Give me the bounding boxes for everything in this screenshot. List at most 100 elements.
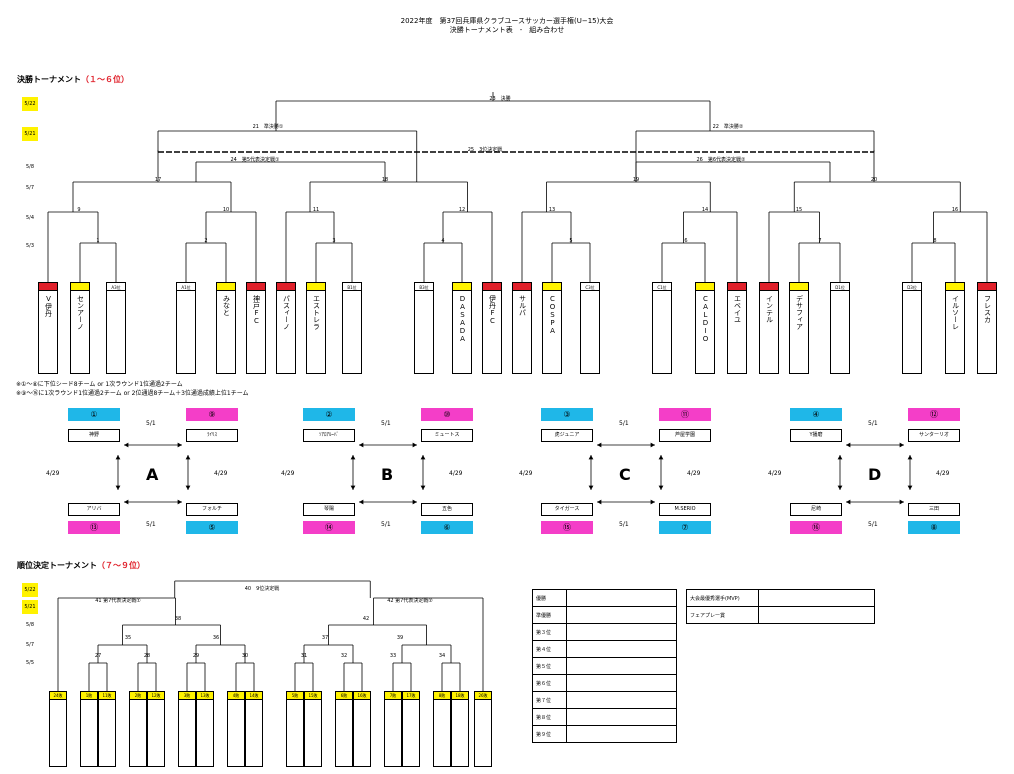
group-date-a-top: 5/1 xyxy=(146,420,156,427)
rank-slot-14[interactable] xyxy=(402,699,420,767)
results-label-0: 優勝 xyxy=(532,589,567,607)
group-date-a-bottom: 5/1 xyxy=(146,521,156,528)
final-match-label-4: 24 第5代表決定戦① xyxy=(230,157,280,163)
rank-date-1: 5/21 xyxy=(22,600,38,614)
results-label-3: 第４位 xyxy=(532,640,567,658)
group-date-d-top: 5/1 xyxy=(868,420,878,427)
results-value-1[interactable] xyxy=(566,606,677,624)
team-slot-2[interactable] xyxy=(106,290,126,374)
team-b-br[interactable]: 五色 xyxy=(421,503,473,516)
team-c-tr[interactable]: 芦屋学園 xyxy=(659,429,711,442)
team-slot-18[interactable]: インテル xyxy=(759,290,779,374)
seed-c-tr: ⑪ xyxy=(659,408,711,421)
results-value-3[interactable] xyxy=(566,640,677,658)
team-slot-14[interactable] xyxy=(580,290,600,374)
team-d-br[interactable]: 三田 xyxy=(908,503,960,516)
team-c-bl[interactable]: タイガース xyxy=(541,503,593,516)
rank-match-label-8: 39 xyxy=(396,635,404,641)
arrow-head xyxy=(837,455,843,460)
team-b-bl[interactable]: 琴陽 xyxy=(303,503,355,516)
team-d-tr[interactable]: サンターリオ xyxy=(908,429,960,442)
team-c-br[interactable]: M.SERIO xyxy=(659,503,711,516)
results-row-7: 第８位 xyxy=(532,708,677,726)
rank-date-3: 5/7 xyxy=(25,642,35,648)
awards-value-1[interactable] xyxy=(758,606,875,624)
rank-slot-1[interactable] xyxy=(80,699,98,767)
team-slot-9[interactable] xyxy=(414,290,434,374)
group-arrows xyxy=(115,442,913,505)
team-d-bl[interactable]: 尼崎 xyxy=(790,503,842,516)
team-slot-19[interactable]: デサフィア xyxy=(789,290,809,374)
rank-slot-17[interactable] xyxy=(474,699,492,767)
team-slot-0[interactable]: V伊丹 xyxy=(38,290,58,374)
team-c-tl[interactable]: 虎ジュニア xyxy=(541,429,593,442)
arrow-head xyxy=(177,499,182,505)
team-name: イルソーレ xyxy=(951,295,960,330)
final-match-label-18: 1 xyxy=(96,238,100,244)
final-match-label-5: 26 第6代表決定戦② xyxy=(696,157,746,163)
team-slot-17[interactable]: エベイユ xyxy=(727,290,747,374)
rank-slot-13[interactable] xyxy=(384,699,402,767)
final-match-label-15: 14 xyxy=(701,207,709,213)
team-a-bl[interactable]: アリバ xyxy=(68,503,120,516)
team-d-tl[interactable]: Y播磨 xyxy=(790,429,842,442)
team-slot-12[interactable]: サルパ xyxy=(512,290,532,374)
results-value-7[interactable] xyxy=(566,708,677,726)
rank-slot-0[interactable] xyxy=(49,699,67,767)
team-slot-16[interactable]: CALDIO xyxy=(695,290,715,374)
team-b-tr[interactable]: ミュートス xyxy=(421,429,473,442)
team-slot-13[interactable]: COSPA xyxy=(542,290,562,374)
rank-match-label-6: 36 xyxy=(212,635,220,641)
team-slot-15[interactable] xyxy=(652,290,672,374)
rank-slot-12[interactable] xyxy=(353,699,371,767)
arrow-head xyxy=(115,455,121,460)
team-slot-21[interactable] xyxy=(902,290,922,374)
rank-slot-3[interactable] xyxy=(129,699,147,767)
rank-slot-8[interactable] xyxy=(245,699,263,767)
team-a-tr[interactable]: ﾗｲﾘｽ xyxy=(186,429,238,442)
awards-value-0[interactable] xyxy=(758,589,875,607)
team-slot-8[interactable] xyxy=(342,290,362,374)
results-value-0[interactable] xyxy=(566,589,677,607)
team-a-br[interactable]: フォルチ xyxy=(186,503,238,516)
rank-slot-6[interactable] xyxy=(196,699,214,767)
team-slot-7[interactable]: エストレラ xyxy=(306,290,326,374)
results-value-6[interactable] xyxy=(566,691,677,709)
rank-slot-5[interactable] xyxy=(178,699,196,767)
group-date-c-right: 4/29 xyxy=(687,470,701,477)
rank-slot-4[interactable] xyxy=(147,699,165,767)
results-value-4[interactable] xyxy=(566,657,677,675)
rank-slot-16[interactable] xyxy=(451,699,469,767)
team-a-tl[interactable]: 神野 xyxy=(68,429,120,442)
team-slot-11[interactable]: 伊丹FC xyxy=(482,290,502,374)
seed-a-bl: ⑬ xyxy=(68,521,120,534)
results-label-6: 第７位 xyxy=(532,691,567,709)
team-slot-5[interactable]: 神戸FC xyxy=(246,290,266,374)
group-date-b-bottom: 5/1 xyxy=(381,521,391,528)
arrow-head xyxy=(588,485,594,490)
results-value-8[interactable] xyxy=(566,725,677,743)
team-slot-4[interactable]: みなと xyxy=(216,290,236,374)
results-value-5[interactable] xyxy=(566,674,677,692)
rank-slot-9[interactable] xyxy=(286,699,304,767)
team-slot-10[interactable]: DASADA xyxy=(452,290,472,374)
final-match-label-13: 12 xyxy=(458,207,466,213)
team-slot-22[interactable]: イルソーレ xyxy=(945,290,965,374)
rank-match-label-9: 27 xyxy=(94,653,102,659)
team-slot-23[interactable]: フレスカ xyxy=(977,290,997,374)
team-slot-3[interactable] xyxy=(176,290,196,374)
rank-slot-15[interactable] xyxy=(433,699,451,767)
rank-slot-2[interactable] xyxy=(98,699,116,767)
results-value-2[interactable] xyxy=(566,623,677,641)
final-date-5: 5/3 xyxy=(25,243,35,249)
team-slot-1[interactable]: センアーノ xyxy=(70,290,90,374)
rank-slot-11[interactable] xyxy=(335,699,353,767)
results-row-2: 第３位 xyxy=(532,623,677,641)
rank-slot-7[interactable] xyxy=(227,699,245,767)
rank-slot-10[interactable] xyxy=(304,699,322,767)
team-b-tl[interactable]: ｿｱﾛｱﾙｰﾊﾞ xyxy=(303,429,355,442)
final-date-1: 5/21 xyxy=(22,127,38,141)
team-slot-6[interactable]: パスィーノ xyxy=(276,290,296,374)
team-slot-20[interactable] xyxy=(830,290,850,374)
results-row-6: 第７位 xyxy=(532,691,677,709)
